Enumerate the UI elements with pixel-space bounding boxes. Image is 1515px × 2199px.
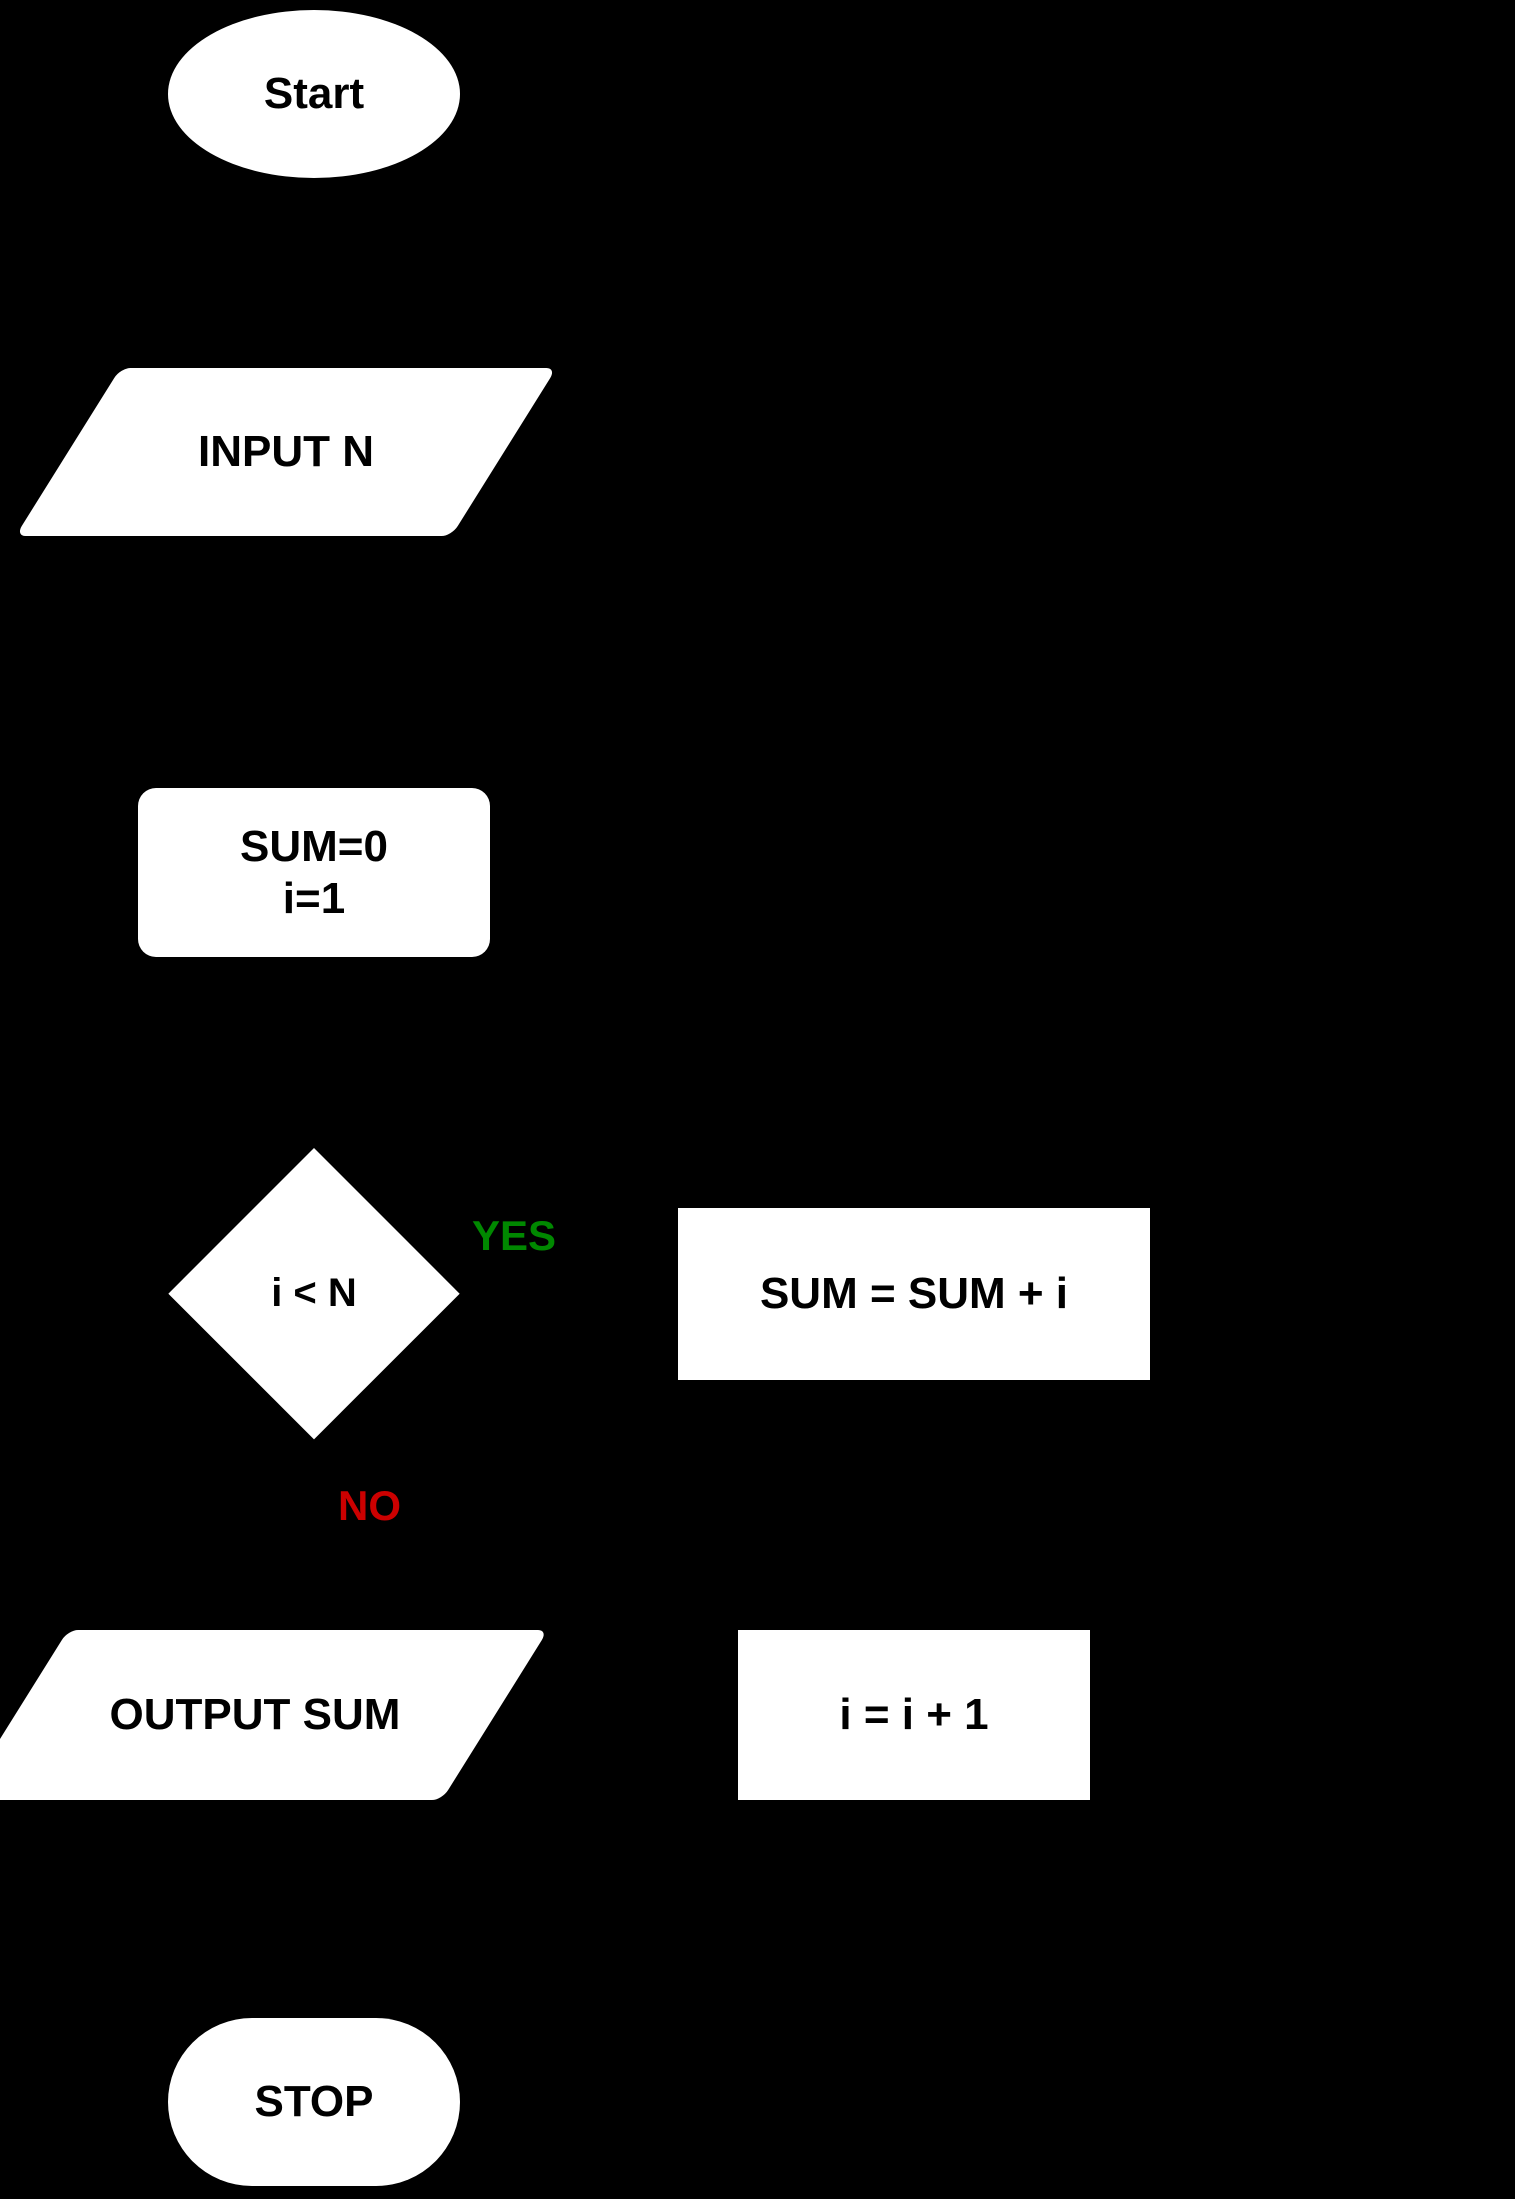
edge-label-yes: YES xyxy=(472,1212,557,1259)
node-input-n-label: INPUT N xyxy=(198,427,374,477)
node-accumulate[interactable]: SUM = SUM + i xyxy=(678,1208,1150,1380)
edge-label-no: NO xyxy=(338,1482,401,1529)
node-accumulate-label: SUM = SUM + i xyxy=(759,1269,1069,1319)
node-stop-label: STOP xyxy=(254,2077,374,2127)
node-stop[interactable]: STOP xyxy=(168,2018,460,2186)
node-initialize-label: SUM=0 i=1 xyxy=(240,821,388,923)
node-condition-label: i < N xyxy=(271,1271,357,1316)
node-condition[interactable]: i < N xyxy=(168,1148,460,1440)
node-start-label: Start xyxy=(263,69,365,119)
node-output-sum-label: OUTPUT SUM xyxy=(109,1690,401,1740)
node-increment-label: i = i + 1 xyxy=(839,1690,989,1740)
node-increment[interactable]: i = i + 1 xyxy=(738,1630,1090,1800)
node-initialize[interactable]: SUM=0 i=1 xyxy=(138,788,490,957)
node-output-sum[interactable]: OUTPUT SUM xyxy=(0,1630,549,1800)
node-start[interactable]: Start xyxy=(168,10,460,178)
node-input-n[interactable]: INPUT N xyxy=(15,368,557,536)
